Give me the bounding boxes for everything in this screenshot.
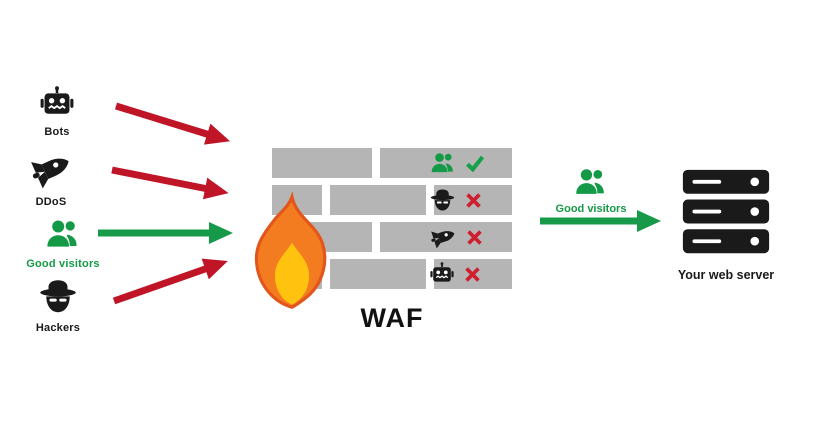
cross-icon — [464, 191, 483, 210]
check-icon — [465, 153, 485, 173]
source-bots: Bots — [30, 86, 84, 138]
hacker-icon — [39, 278, 77, 316]
allowed-traffic-label: Good visitors — [555, 203, 627, 215]
brick — [330, 185, 426, 215]
cross-icon — [465, 228, 484, 247]
cross-icon — [463, 265, 482, 284]
brick — [272, 148, 372, 178]
decision-ddos-blocked — [430, 224, 510, 250]
source-hackers: Hackers — [28, 278, 88, 334]
server-icon — [680, 166, 772, 258]
users-icon — [430, 150, 456, 176]
source-good-visitors: Good visitors — [26, 216, 100, 270]
users-icon — [45, 216, 81, 252]
missile-icon — [23, 141, 78, 196]
brick — [380, 148, 512, 178]
firewall-wall — [272, 148, 512, 289]
source-good-visitors-label: Good visitors — [26, 258, 100, 270]
arrow-bots — [114, 102, 231, 145]
users-icon — [574, 165, 608, 199]
web-server: Your web server — [676, 166, 776, 282]
hacker-icon — [430, 188, 455, 213]
robot-icon — [430, 262, 454, 286]
source-bots-label: Bots — [44, 126, 70, 138]
waf-label: WAF — [360, 303, 424, 333]
web-server-label: Your web server — [677, 268, 775, 282]
brick — [330, 259, 426, 289]
decision-bots-blocked — [430, 261, 510, 287]
decision-good-visitors-allowed — [430, 150, 510, 176]
brick-row — [272, 148, 512, 178]
robot-icon — [40, 86, 74, 120]
source-ddos: DDoS — [22, 148, 80, 208]
arrow-ddos — [111, 166, 229, 200]
allowed-traffic: Good visitors — [536, 165, 646, 215]
missile-icon — [427, 221, 460, 254]
arrow-hackers — [112, 258, 228, 305]
flame-icon — [246, 192, 338, 312]
decision-hackers-blocked — [430, 187, 510, 213]
source-ddos-label: DDoS — [35, 196, 67, 208]
source-hackers-label: Hackers — [35, 322, 81, 334]
